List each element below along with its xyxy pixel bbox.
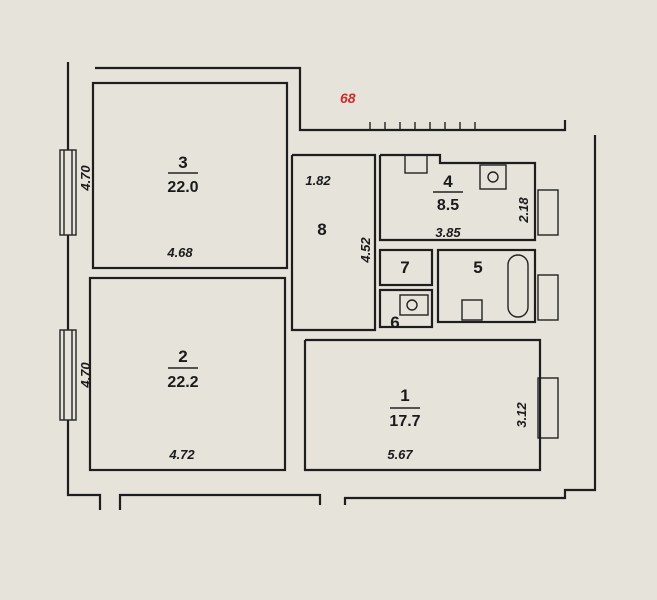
washbasin-icon xyxy=(461,299,483,321)
room-2-number: 2 xyxy=(178,347,187,366)
room-6-number: 6 xyxy=(390,313,399,332)
room-4-number: 4 xyxy=(443,172,453,191)
toilet-icon xyxy=(399,294,429,316)
room-2-outline xyxy=(88,276,287,472)
room-1-area: 17.7 xyxy=(389,413,420,430)
windows xyxy=(59,149,559,439)
room-5-number: 5 xyxy=(473,258,482,277)
room-3-area: 22.0 xyxy=(167,179,198,196)
room-7-number: 7 xyxy=(400,258,409,277)
room-4-outline xyxy=(378,153,537,242)
room-6-outline xyxy=(378,288,434,329)
room-5-outline xyxy=(436,248,537,324)
fixtures xyxy=(399,154,529,321)
room-8-width: 1.82 xyxy=(305,173,331,188)
sink-icon xyxy=(404,154,428,174)
room-1-outline xyxy=(303,338,542,472)
room-1-width: 5.67 xyxy=(387,447,413,462)
room-4-length: 2.18 xyxy=(516,197,531,224)
room-1-number: 1 xyxy=(400,386,409,405)
wall-ticks xyxy=(369,122,476,130)
building-number-label: 68 xyxy=(340,90,356,106)
room-8-number: 8 xyxy=(317,220,326,239)
room-3-outline xyxy=(91,81,289,270)
room-2-width: 4.72 xyxy=(168,447,195,462)
room-2-length: 4.70 xyxy=(78,362,93,389)
room-1-length: 3.12 xyxy=(514,402,529,428)
stove-icon xyxy=(479,164,507,190)
room-7-outline xyxy=(378,248,434,287)
outer-walls xyxy=(66,62,597,510)
room-4-area: 8.5 xyxy=(437,197,459,214)
room-4-width: 3.85 xyxy=(435,225,461,240)
room-3-width: 4.68 xyxy=(166,245,193,260)
room-2-area: 22.2 xyxy=(167,374,198,391)
room-walls xyxy=(88,81,542,472)
room-3-length: 4.70 xyxy=(78,165,93,192)
area-divider-lines xyxy=(168,172,463,409)
bathtub-icon xyxy=(507,254,529,318)
room-3-number: 3 xyxy=(178,153,187,172)
room-8-length: 4.52 xyxy=(358,237,373,264)
room-8-outline xyxy=(290,153,377,332)
